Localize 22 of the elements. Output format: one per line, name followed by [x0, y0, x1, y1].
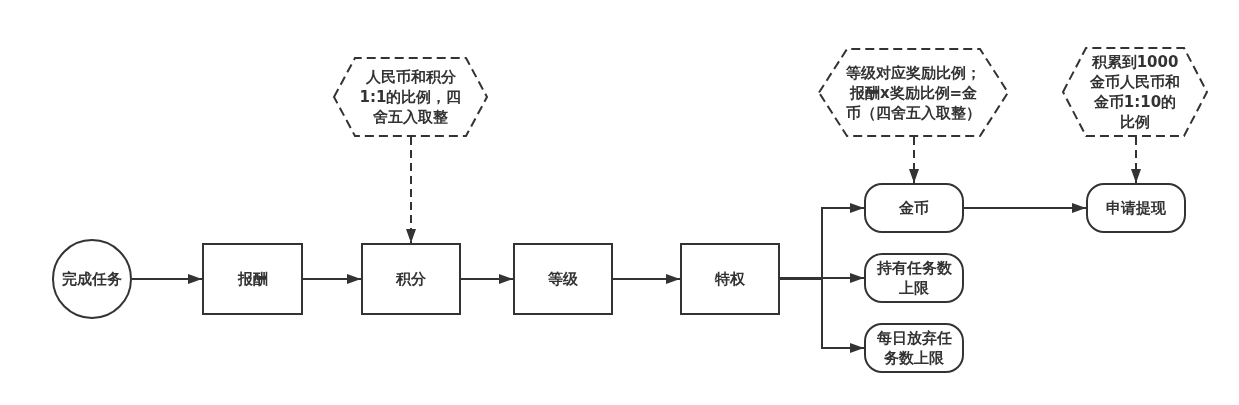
arrow — [302, 274, 362, 284]
arrow — [779, 273, 865, 283]
note-hexagon: 积累到1000金币人民币和金币1:10的比例 — [1062, 47, 1208, 137]
note-hexagon: 等级对应奖励比例；报酬x奖励比例=金币（四舍五入取整） — [818, 48, 1009, 137]
rounded-box: 每日放弃任务数上限 — [864, 323, 964, 373]
start-circle: 完成任务 — [52, 239, 132, 319]
arrow — [612, 274, 681, 284]
rounded-box: 申请提现 — [1086, 183, 1186, 233]
arrow — [963, 203, 1087, 213]
process-box: 积分 — [361, 243, 461, 315]
arrow — [131, 274, 203, 284]
arrow — [460, 274, 514, 284]
process-box: 特权 — [680, 243, 780, 315]
dashed-arrow — [406, 136, 416, 244]
process-box: 等级 — [513, 243, 613, 315]
note-hexagon: 人民币和积分1:1的比例，四舍五入取整 — [333, 57, 488, 137]
dashed-arrow — [909, 136, 919, 184]
arrow — [779, 278, 865, 353]
dashed-arrow — [1131, 136, 1141, 184]
process-box: 报酬 — [202, 243, 303, 315]
rounded-box: 持有任务数上限 — [864, 253, 964, 303]
rounded-box: 金币 — [864, 183, 964, 233]
